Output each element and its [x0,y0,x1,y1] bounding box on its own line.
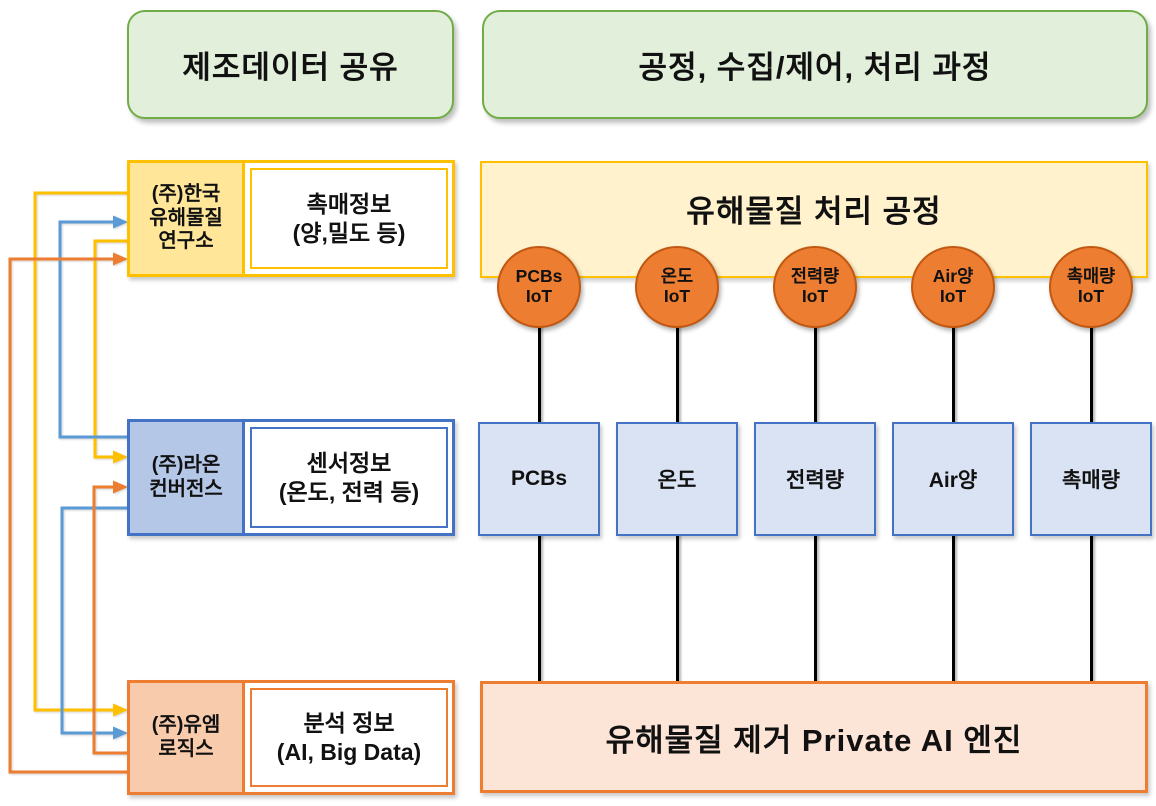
sensor-label: 촉매량 [1062,469,1120,492]
flow-arrowhead-umlogics-to-lab [113,252,128,266]
info-line: 촉매정보 [306,190,392,217]
company-box-korea-hazmat-lab: (주)한국 유해물질 연구소 촉매정보 (양,밀도 등) [127,160,455,277]
process-title: 유해물질 처리 공정 [686,194,942,229]
header-right-label: 공정, 수집/제어, 처리 과정 [638,50,992,85]
iot-label-line: IoT [525,286,553,306]
sensor-label: Air양 [928,469,978,492]
info-line: (온도, 전력 등) [278,478,420,505]
iot-label-line: IoT [1077,286,1105,306]
company-box-raon-convergence: (주)라온 컨버전스 센서정보 (온도, 전력 등) [127,419,455,536]
header-process-collect-control: 공정, 수집/제어, 처리 과정 [482,10,1148,119]
iot-label-line: PCBs [515,266,563,287]
company-name-line: 유해물질 [149,206,223,229]
iot-label-line: IoT [801,286,829,306]
info-line: (양,밀도 등) [292,219,406,246]
sensor-box-pcbs: PCBs [478,422,600,536]
sensor-label: 전력량 [786,469,844,492]
sensor-label: PCBs [510,467,568,490]
iot-label-line: Air양 [932,266,974,287]
flow-line-lab-to-umlogics [33,191,129,712]
iot-node-temp: 온도 IoT [635,246,719,328]
info-line: 센서정보 [306,449,392,476]
company-name-raon-convergence: (주)라온 컨버전스 [130,422,245,533]
company-name-line: (주)라온 [151,454,221,477]
flow-line-raon-to-lab [58,220,129,439]
flow-line-umlogics-to-lab [8,257,129,774]
header-manufacturing-data-sharing: 제조데이터 공유 [127,10,454,119]
iot-label-line: IoT [939,286,967,306]
flow-arrowhead-umlogics-to-raon [113,480,128,494]
iot-node-air: Air양 IoT [911,246,995,328]
company-name-line: 연구소 [158,230,214,253]
company-name-line: 컨버전스 [149,477,223,500]
sensor-box-catalyst: 촉매량 [1030,422,1152,536]
company-box-um-logics: (주)유엠 로직스 분석 정보 (AI, Big Data) [127,680,455,795]
flow-arrowhead-raon-to-umlogics [113,726,128,740]
flow-arrowhead-lab-to-raon [113,450,128,464]
engine-title: 유해물질 제거 Private AI 엔진 [605,722,1023,758]
flow-line-lab-to-raon [93,239,129,459]
info-box-catalyst-info: 촉매정보 (양,밀도 등) [250,168,448,269]
sensor-box-temp: 온도 [616,422,738,536]
sensor-label: 온도 [657,469,697,492]
company-name-korea-hazmat-lab: (주)한국 유해물질 연구소 [130,163,245,274]
company-name-line: (주)유엠 [151,714,221,737]
sensor-box-air: Air양 [892,422,1014,536]
info-line: 분석 정보 [303,709,395,736]
sensor-box-power: 전력량 [754,422,876,536]
info-box-analysis-info: 분석 정보 (AI, Big Data) [250,688,448,787]
flow-arrowhead-lab-to-umlogics [113,703,128,717]
info-line: (AI, Big Data) [276,738,422,765]
flow-arrowhead-raon-to-lab [113,215,128,229]
company-name-line: (주)한국 [151,183,221,206]
company-name-line: 로직스 [158,737,214,760]
engine-box-private-ai: 유해물질 제거 Private AI 엔진 [480,681,1148,793]
header-left-label: 제조데이터 공유 [182,50,399,85]
iot-node-pcbs: PCBs IoT [497,246,581,328]
iot-label-line: 온도 [660,266,694,287]
iot-node-catalyst: 촉매량 IoT [1049,246,1133,328]
flow-line-umlogics-to-raon [92,485,129,755]
company-name-um-logics: (주)유엠 로직스 [130,683,245,792]
iot-label-line: 전력량 [790,266,840,287]
iot-label-line: 촉매량 [1066,266,1116,287]
info-box-sensor-info: 센서정보 (온도, 전력 등) [250,427,448,528]
iot-label-line: IoT [663,286,691,306]
iot-node-power: 전력량 IoT [773,246,857,328]
